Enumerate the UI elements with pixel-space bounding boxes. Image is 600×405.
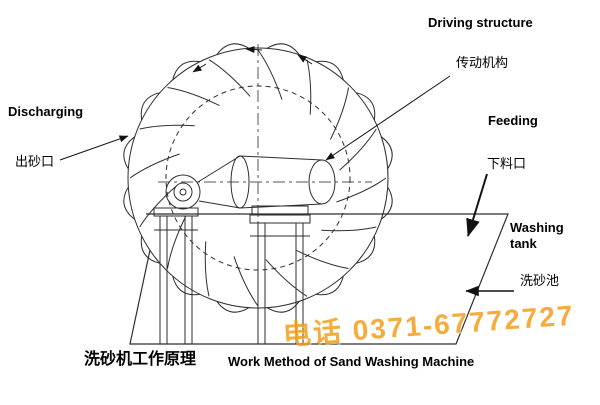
leader-discharging [59, 135, 129, 161]
drive-cylinder [197, 155, 336, 216]
callout-driving-structure-zh: 传动机构 [456, 55, 509, 70]
callout-feeding-zh: 下料口 [487, 156, 527, 171]
rotation-arrows [192, 46, 313, 73]
bucket-blades [129, 49, 387, 307]
bucket-wheel [123, 43, 393, 313]
callout-washing-tank-en: Washing tank [510, 220, 564, 251]
caption-english: Work Method of Sand Washing Machine [228, 354, 475, 369]
callout-washing-tank-zh: 洗砂池 [520, 273, 560, 288]
callout-discharging-en: Discharging [8, 104, 84, 119]
wheel-hub [165, 174, 201, 210]
callout-feeding-en: Feeding [488, 113, 538, 128]
leader-lines [59, 75, 514, 297]
wheel-rim-scallops [123, 43, 393, 313]
callout-discharging-zh: 出砂口 [15, 154, 55, 169]
caption-chinese: 洗砂机工作原理 [84, 351, 197, 368]
callout-driving-structure-en: Driving structure [428, 15, 533, 30]
leader-feeding [466, 173, 488, 237]
support-frame [153, 207, 311, 344]
washing-tank-shape [129, 213, 509, 345]
leader-driving-structure [325, 75, 451, 161]
